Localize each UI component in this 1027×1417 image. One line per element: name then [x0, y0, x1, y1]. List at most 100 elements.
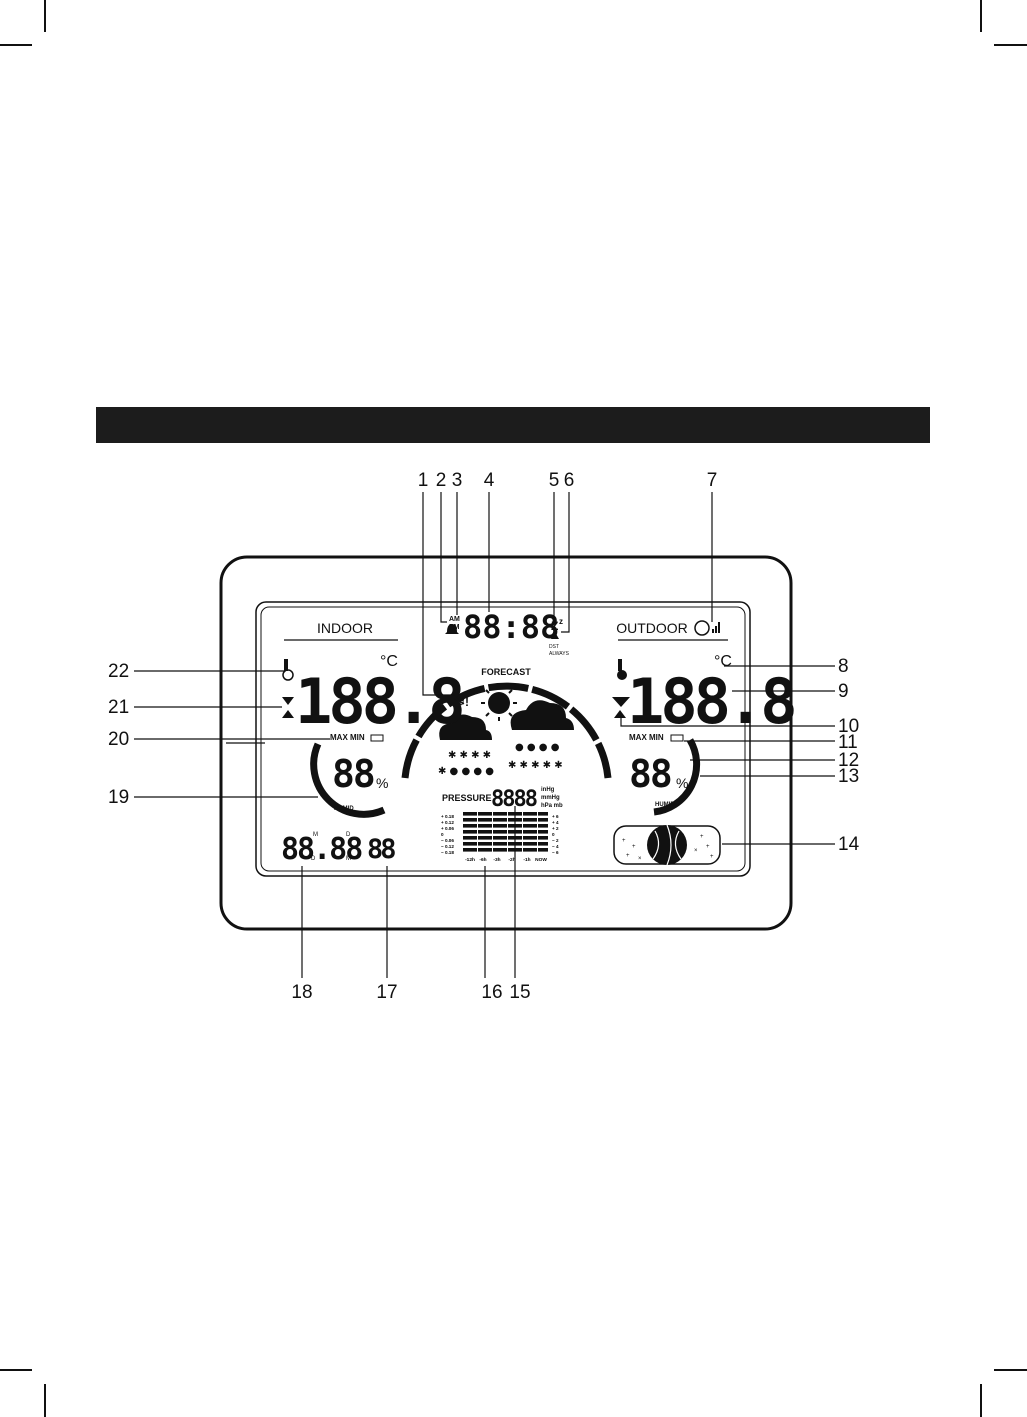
- history-bar-segment: [493, 824, 507, 828]
- callout-numbers: 1 2 3 4 5 6 7 8 9 10 11 12 13 14 18 17 1…: [108, 470, 860, 1003]
- scale-right-label: + 4: [552, 820, 559, 825]
- indoor-max-min-label: MAX MIN: [330, 733, 365, 742]
- indoor-percent: %: [376, 775, 388, 791]
- history-axis-label: -6h: [479, 857, 486, 863]
- outdoor-humidity-display: 88: [629, 752, 671, 796]
- callout-15: 15: [509, 982, 530, 1003]
- outdoor-percent: %: [676, 775, 688, 791]
- history-axis-label: -1h: [523, 857, 530, 863]
- history-bar-segment: [538, 824, 548, 828]
- cloud-icon-left: [439, 714, 492, 740]
- callout-3: 3: [452, 470, 463, 491]
- indoor-humid-label: HUMID: [334, 806, 354, 812]
- callout-13: 13: [838, 766, 859, 787]
- unit-inhg: inHg: [541, 787, 555, 793]
- history-bar-segment: [538, 818, 548, 822]
- history-bar-segment: [463, 830, 477, 834]
- history-bar-segment: [463, 824, 477, 828]
- indoor-celsius: °C: [380, 653, 398, 670]
- scale-left-label: − 0.18: [441, 850, 454, 855]
- cloud-icon-right: [510, 700, 574, 730]
- callout-12: 12: [838, 750, 859, 771]
- history-bar-segment: [493, 842, 507, 846]
- ice-warning-icon: ❄!: [455, 695, 469, 709]
- history-bar-segment: [538, 812, 548, 816]
- outdoor-label: OUTDOOR: [616, 620, 688, 636]
- pressure-label: PRESSURE: [442, 793, 492, 803]
- indoor-trend-arrows: [282, 697, 294, 718]
- indoor-humidity-display: 88: [332, 752, 374, 796]
- svg-text:+: +: [622, 838, 626, 844]
- outdoor-comfort-arc: [653, 738, 701, 816]
- history-bar-segment: [538, 842, 548, 846]
- outdoor-temp-display: 188.8: [627, 665, 794, 738]
- history-bar-segment: [493, 836, 507, 840]
- callout-2: 2: [436, 470, 447, 491]
- pressure-scale-left: + 0.18+ 0.12+ 0.060− 0.06− 0.12− 0.18: [441, 814, 454, 855]
- history-bar-segment: [538, 830, 548, 834]
- history-bar-segment: [478, 812, 492, 816]
- sun-icon: [481, 685, 517, 721]
- history-bar-segment: [478, 842, 492, 846]
- svg-text:z: z: [559, 617, 563, 626]
- history-bar-segment: [523, 836, 537, 840]
- crop-mark: [44, 0, 46, 32]
- svg-text:×: ×: [694, 848, 698, 854]
- crop-mark: [994, 1369, 1027, 1371]
- history-bar-segment: [523, 848, 537, 852]
- scale-left-label: − 0.12: [441, 844, 454, 849]
- callout-16: 16: [481, 982, 502, 1003]
- history-axis-label: -12h: [465, 857, 475, 863]
- history-bar-segment: [463, 818, 477, 822]
- crop-mark: [980, 1384, 982, 1417]
- history-bar-segment: [463, 842, 477, 846]
- section-header-bar: [96, 407, 930, 443]
- snooze-icon: Z: [551, 619, 558, 633]
- scale-right-label: + 6: [552, 814, 559, 819]
- leader-lines: [134, 492, 835, 978]
- scale-right-label: − 2: [552, 838, 559, 843]
- scale-left-label: + 0.12: [441, 820, 454, 825]
- callout-9: 9: [838, 681, 849, 702]
- history-axis-label: -2h: [508, 857, 515, 863]
- svg-text:+: +: [626, 853, 630, 859]
- svg-text:● ● ● ●: ● ● ● ●: [515, 742, 560, 753]
- svg-text:✱ ✱ ✱ ✱ ✱: ✱ ✱ ✱ ✱ ✱: [508, 760, 563, 771]
- history-bar-segment: [493, 812, 507, 816]
- svg-text:+: +: [700, 834, 704, 840]
- callout-22: 22: [108, 661, 129, 682]
- scale-right-label: − 6: [552, 850, 559, 855]
- history-bar-segment: [478, 818, 492, 822]
- history-bar-segment: [523, 842, 537, 846]
- history-bar-segment: [493, 848, 507, 852]
- history-bar-segment: [463, 848, 477, 852]
- callout-17: 17: [376, 982, 397, 1003]
- pressure-scale-right: + 6+ 4+ 20− 2− 4− 6: [552, 814, 559, 855]
- rf-signal-icon: [694, 620, 720, 636]
- history-bar-segment: [523, 818, 537, 822]
- svg-text:✱ ✱ ✱ ✱: ✱ ✱ ✱ ✱: [448, 750, 491, 761]
- callout-20: 20: [108, 729, 129, 750]
- outdoor-battery-icon: [670, 734, 684, 742]
- date-marker: M: [346, 856, 351, 862]
- svg-text:+: +: [710, 854, 714, 860]
- scale-left-label: − 0.06: [441, 838, 454, 843]
- scale-right-label: + 2: [552, 826, 559, 831]
- always-label: ALWAYS: [549, 651, 570, 657]
- crop-mark: [994, 44, 1027, 46]
- unit-mmhg: mmHg: [541, 795, 560, 801]
- svg-text:+: +: [632, 844, 636, 850]
- pressure-history-bars: [463, 812, 548, 852]
- callout-14: 14: [838, 834, 860, 855]
- callout-8: 8: [838, 656, 849, 677]
- indoor-thermometer-icon: [282, 659, 294, 681]
- outdoor-thermometer-icon: [617, 659, 627, 680]
- dst-label: DST: [549, 644, 559, 650]
- callout-19: 19: [108, 787, 129, 808]
- callout-21: 21: [108, 697, 129, 718]
- outdoor-trend-arrows: [612, 697, 630, 718]
- crop-mark: [980, 0, 982, 32]
- history-bar-segment: [523, 812, 537, 816]
